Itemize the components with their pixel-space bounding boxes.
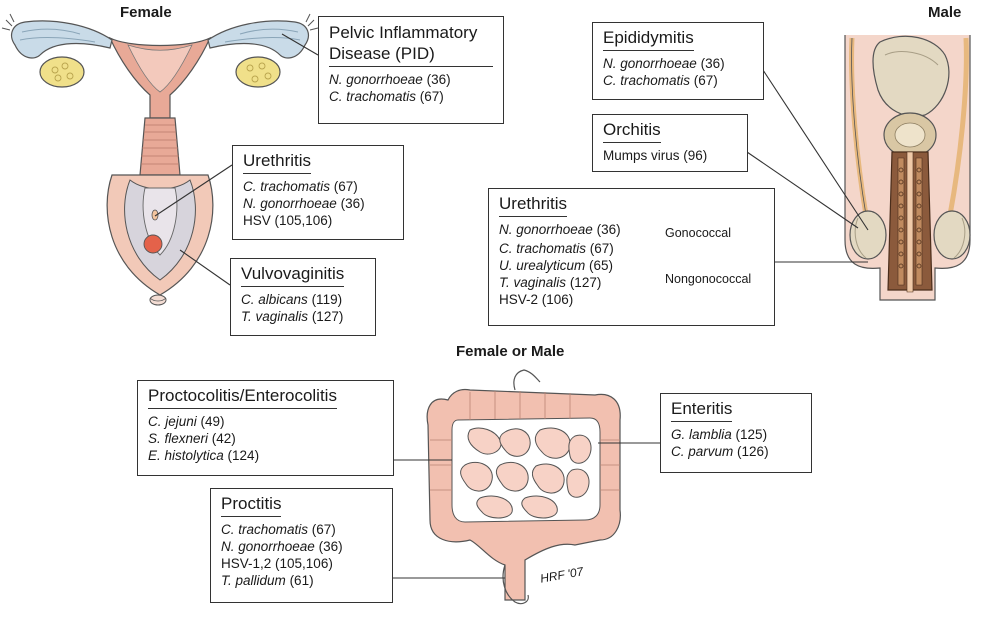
organism-item: C. trachomatis (67) (329, 88, 493, 105)
epididymitis-title: Epididymitis (603, 28, 694, 51)
orchitis-box: Orchitis Mumps virus (96) (592, 114, 748, 172)
vulvovaginitis-box: Vulvovaginitis C. albicans (119) T. vagi… (230, 258, 376, 336)
epididymitis-box: Epididymitis N. gonorrhoeae (36) C. trac… (592, 22, 764, 100)
female-or-male-heading: Female or Male (456, 343, 564, 360)
enteritis-title: Enteritis (671, 399, 732, 422)
organism-item: C. jejuni (49) (148, 413, 383, 430)
proctitis-title: Proctitis (221, 494, 281, 517)
organism-item: C. trachomatis (67) (243, 178, 393, 195)
urethritis-female-box: Urethritis C. trachomatis (67) N. gonorr… (232, 145, 404, 240)
orchitis-title: Orchitis (603, 120, 661, 143)
intestines-illustration (427, 370, 620, 604)
organism-item: C. albicans (119) (241, 291, 365, 308)
proctocolitis-box: Proctocolitis/Enterocolitis C. jejuni (4… (137, 380, 394, 476)
vulvovaginitis-title: Vulvovaginitis (241, 264, 344, 287)
organism-item: T. pallidum (61) (221, 572, 382, 589)
organism-item: HSV (105,106) (243, 212, 393, 229)
male-reproductive-illustration (845, 35, 970, 300)
organism-item: HSV-2 (106) (499, 291, 764, 308)
proctocolitis-title: Proctocolitis/Enterocolitis (148, 386, 337, 409)
organism-item: N. gonorrhoeae (36) (243, 195, 393, 212)
organism-item: C. trachomatis (67) (499, 240, 764, 257)
pid-box: Pelvic Inflammatory Disease (PID) N. gon… (318, 16, 504, 124)
organism-item: C. parvum (126) (671, 443, 801, 460)
gonococcal-label: Gonococcal (665, 225, 731, 242)
urethritis-male-title: Urethritis (499, 194, 567, 217)
organism-item: T. vaginalis (127) (241, 308, 365, 325)
organism-item: N. gonorrhoeae (36) (221, 538, 382, 555)
organism-item: Mumps virus (96) (603, 147, 737, 164)
organism-item: C. trachomatis (67) (221, 521, 382, 538)
organism-item: S. flexneri (42) (148, 430, 383, 447)
organism-item: G. lamblia (125) (671, 426, 801, 443)
pid-title-line2: Disease (PID) (329, 43, 493, 64)
organism-item: HSV-1,2 (105,106) (221, 555, 382, 572)
organism-item: N. gonorrhoeae (36) (329, 71, 493, 88)
urethritis-male-box: Urethritis N. gonorrhoeae (36) C. tracho… (488, 188, 775, 326)
nongonococcal-label: Nongonococcal (665, 271, 751, 288)
organism-item: C. trachomatis (67) (603, 72, 753, 89)
pid-title-line1: Pelvic Inflammatory (329, 22, 493, 43)
organism-item: E. histolytica (124) (148, 447, 383, 464)
urethritis-female-title: Urethritis (243, 151, 311, 174)
pid-title: Pelvic Inflammatory Disease (PID) (329, 22, 493, 67)
male-heading: Male (928, 4, 961, 21)
enteritis-box: Enteritis G. lamblia (125) C. parvum (12… (660, 393, 812, 473)
proctitis-box: Proctitis C. trachomatis (67) N. gonorrh… (210, 488, 393, 603)
female-heading: Female (120, 4, 172, 21)
organism-item: N. gonorrhoeae (36) (603, 55, 753, 72)
